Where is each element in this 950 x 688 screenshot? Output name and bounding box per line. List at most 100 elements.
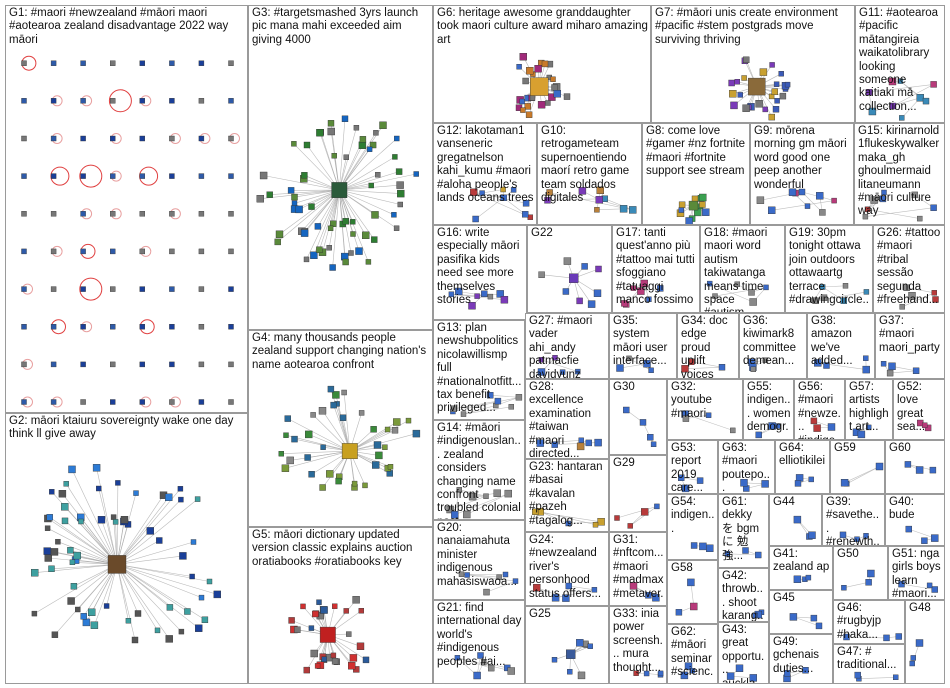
graph-node <box>563 257 572 265</box>
graph-node <box>843 633 850 641</box>
cluster-network <box>536 437 602 451</box>
graph-node <box>318 406 327 415</box>
cluster-label: G44 <box>773 496 795 508</box>
cluster-network <box>905 525 939 544</box>
graph-node <box>373 441 382 449</box>
graph-node <box>756 196 765 204</box>
graph-edge <box>540 511 596 525</box>
cluster-g51: G51: nga girls boys learn #maori... <box>888 546 945 600</box>
graph-node <box>742 547 749 554</box>
graph-edge <box>116 488 181 565</box>
graph-edge <box>47 527 118 565</box>
graph-node <box>675 609 683 616</box>
graph-node <box>139 324 146 330</box>
cluster-label: G34: doc edge proud uplift voices storie… <box>681 315 728 379</box>
cluster-label: G3: #targetsmashed 3yrs launch pic mana … <box>252 7 419 46</box>
graph-node <box>326 470 334 478</box>
graph-node <box>50 135 57 142</box>
cluster-g12: G12: lakotaman1 vanseneric gregatnelson … <box>433 123 537 225</box>
graph-node <box>532 508 539 515</box>
graph-node <box>677 474 685 481</box>
graph-node <box>614 515 620 521</box>
graph-node <box>687 578 695 587</box>
graph-node <box>726 672 735 680</box>
cluster-g4: G4: many thousands people zealand suppor… <box>248 330 433 527</box>
graph-node <box>169 286 175 292</box>
graph-node <box>75 606 81 613</box>
graph-node <box>737 92 744 98</box>
graph-node <box>50 324 57 330</box>
graph-node <box>741 75 747 81</box>
graph-edge <box>463 405 496 415</box>
graph-node <box>109 98 116 104</box>
graph-edge <box>906 287 935 294</box>
graph-node <box>774 98 780 104</box>
graph-node <box>295 205 303 214</box>
graph-node <box>303 141 311 149</box>
graph-node <box>50 248 57 255</box>
graph-node <box>228 211 234 217</box>
cluster-network <box>783 667 809 683</box>
graph-node <box>320 606 328 614</box>
graph-edge <box>540 440 582 444</box>
graph-node <box>78 518 84 525</box>
graph-node <box>109 286 116 292</box>
graph-edge <box>339 189 401 194</box>
graph-node <box>863 355 869 361</box>
graph-node <box>125 617 132 624</box>
graph-node <box>384 426 391 433</box>
cluster-g13: G13: plan newshubpolitics nicolawillismp… <box>433 320 525 420</box>
graph-node <box>21 286 27 292</box>
cluster-network <box>21 55 240 408</box>
graph-node <box>566 649 576 659</box>
graph-node <box>576 442 585 451</box>
graph-edge <box>319 132 340 191</box>
graph-node <box>394 135 400 142</box>
graph-node <box>50 399 57 405</box>
graph-node <box>883 634 890 642</box>
graph-node <box>177 486 184 492</box>
graph-node <box>623 406 630 414</box>
graph-node <box>500 194 507 202</box>
graph-node <box>815 192 824 200</box>
graph-node <box>788 188 797 196</box>
graph-node <box>342 258 349 266</box>
graph-edge <box>453 400 498 410</box>
graph-node <box>58 489 67 498</box>
cluster-network <box>621 279 664 308</box>
graph-node <box>576 297 583 305</box>
graph-node <box>915 466 924 474</box>
graph-node <box>899 115 905 121</box>
graph-node <box>680 671 689 680</box>
cluster-label: G57: artists highlight art... <box>849 381 889 434</box>
graph-node <box>63 481 69 487</box>
cluster-g16: G16: write especially māori pasifika kid… <box>433 225 527 320</box>
graph-node <box>395 168 403 175</box>
graph-edge <box>260 189 340 199</box>
graph-node <box>21 173 27 179</box>
cluster-g40: G40: bude <box>885 494 945 546</box>
graph-node <box>304 454 311 461</box>
graph-edge <box>343 392 351 452</box>
graph-node <box>893 674 899 680</box>
graph-node <box>50 98 57 104</box>
graph-node <box>759 68 768 76</box>
graph-node <box>198 399 205 405</box>
cluster-network <box>810 417 836 432</box>
graph-node <box>863 289 870 295</box>
graph-edge <box>844 466 880 483</box>
graph-node <box>351 480 358 487</box>
graph-node <box>300 603 306 610</box>
graph-node <box>688 200 699 211</box>
cluster-label: G58 <box>671 562 693 574</box>
cluster-label: G64: elliotikilei <box>779 442 826 468</box>
graph-node <box>626 355 632 362</box>
graph-node <box>291 193 298 201</box>
graph-node <box>577 671 586 680</box>
graph-node <box>888 77 897 86</box>
graph-node <box>886 369 894 377</box>
graph-node <box>31 568 39 577</box>
cluster-network <box>470 186 534 223</box>
cluster-network <box>794 474 814 487</box>
graph-node <box>880 361 887 367</box>
